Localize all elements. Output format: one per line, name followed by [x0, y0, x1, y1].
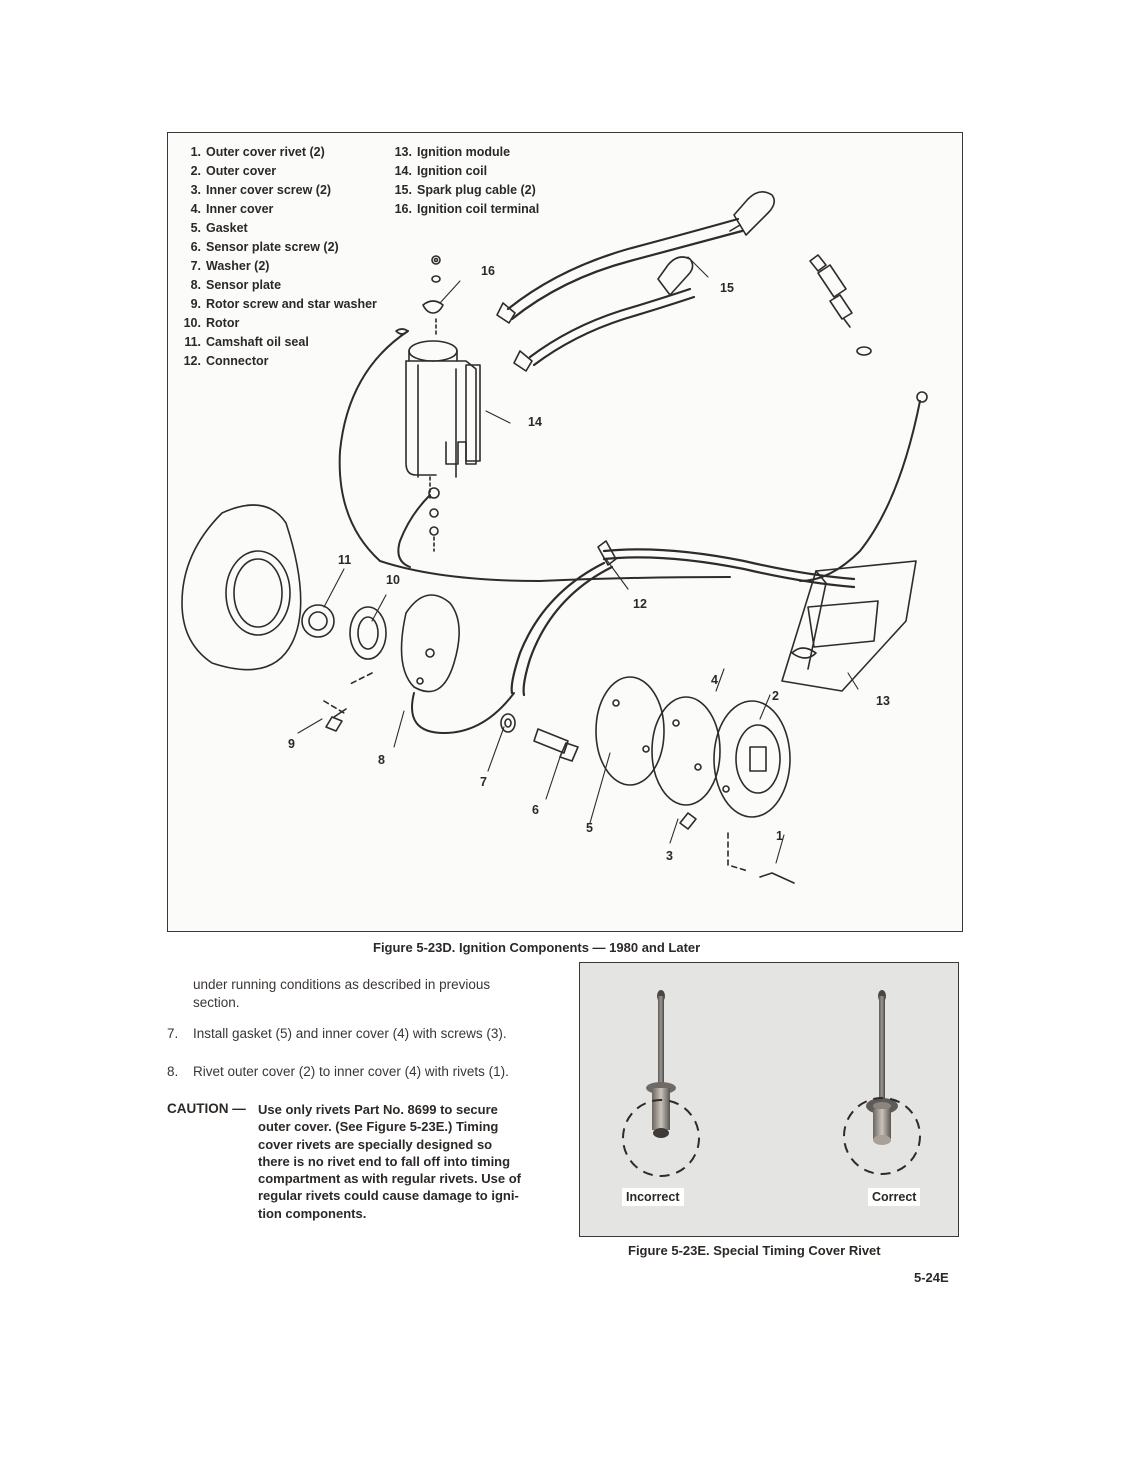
spark-plug — [809, 254, 872, 356]
caution-line: compartment as with regular rivets. Use … — [258, 1171, 521, 1187]
page-number: 5-24E — [914, 1270, 949, 1285]
step-number: 8. — [167, 1064, 179, 1079]
legend-item: 10.Rotor — [183, 316, 240, 330]
spark-plug-cables — [496, 191, 776, 372]
legend-left: 1.Outer cover rivet (2) 2.Outer cover 3.… — [171, 143, 377, 371]
legend-item: 12.Connector — [183, 354, 269, 368]
callout-5: 5 — [586, 821, 593, 835]
caution-line: there is no rivet end to fall off into t… — [258, 1153, 511, 1169]
legend-item: 7.Washer (2) — [190, 259, 270, 273]
legend-item: 15.Spark plug cable (2) — [394, 183, 536, 197]
figure-5-23d-caption: Figure 5-23D. Ignition Components — 1980… — [373, 940, 701, 955]
correct-rivet — [843, 990, 921, 1175]
callout-14: 14 — [528, 415, 542, 429]
continuation-paragraph: under running conditions as described in… — [193, 976, 549, 1011]
callout-15: 15 — [720, 281, 734, 295]
legend-item: 6.Sensor plate screw (2) — [190, 240, 339, 254]
caution-line: outer cover. (See Figure 5-23E.) Timing — [258, 1119, 499, 1135]
step-number: 7. — [167, 1026, 179, 1041]
figure-5-23d: 1.Outer cover rivet (2) 2.Outer cover 3.… — [167, 132, 963, 932]
callout-13: 13 — [876, 694, 890, 708]
callout-7: 7 — [480, 775, 487, 789]
legend-item: 9.Rotor screw and star washer — [190, 297, 377, 311]
step-7: 7. Install gasket (5) and inner cover (4… — [167, 1026, 567, 1044]
callout-16: 16 — [481, 264, 495, 278]
legend-item: 16.Ignition coil terminal — [394, 202, 540, 216]
callout-1: 1 — [776, 829, 783, 843]
callout-6: 6 — [532, 803, 539, 817]
callout-leaders — [297, 256, 859, 864]
legend-right: 13.Ignition module 14.Ignition coil 15.S… — [382, 143, 540, 219]
continuation-line: section. — [193, 994, 240, 1010]
callout-10: 10 — [386, 573, 400, 587]
caution-line: tion components. — [258, 1205, 367, 1221]
callout-4: 4 — [711, 673, 718, 687]
label-correct: Correct — [868, 1188, 921, 1206]
legend-item: 11.Camshaft oil seal — [184, 335, 309, 349]
timing-cover-housing — [181, 504, 335, 671]
coil-terminal-parts — [395, 255, 444, 338]
caution-label: CAUTION — — [167, 1101, 246, 1116]
caution-line: regular rivets could cause damage to ign… — [258, 1188, 519, 1204]
ignition-components-drawing — [181, 191, 928, 884]
caution-line: cover rivets are specially designed so — [258, 1136, 493, 1152]
step-text: Install gasket (5) and inner cover (4) w… — [193, 1026, 507, 1041]
ignition-coil — [405, 340, 481, 552]
legend-item: 13.Ignition module — [394, 145, 511, 159]
callout-9: 9 — [288, 737, 295, 751]
legend-item: 2.Outer cover — [190, 164, 277, 178]
caution-text: Use only rivets Part No. 8699 to secure … — [258, 1101, 548, 1222]
rotor-and-sensor-plate — [323, 594, 515, 734]
legend-item: 3.Inner cover screw (2) — [190, 183, 332, 197]
incorrect-rivet — [622, 990, 700, 1177]
caution-line: Use only rivets Part No. 8699 to secure — [258, 1102, 498, 1117]
legend-item: 5.Gasket — [190, 221, 248, 235]
callout-12: 12 — [633, 597, 647, 611]
legend-item: 4.Inner cover — [190, 202, 274, 216]
callout-11: 11 — [338, 553, 352, 567]
cover-parts — [500, 676, 795, 884]
figure-5-23e-photo: 1173 — [579, 962, 959, 1237]
legend-item: 1.Outer cover rivet (2) — [190, 145, 325, 159]
label-incorrect: Incorrect — [622, 1188, 684, 1206]
module-wiring — [510, 391, 928, 697]
coil-wire — [338, 330, 731, 582]
figure-5-23e-caption: Figure 5-23E. Special Timing Cover Rivet — [628, 1243, 881, 1258]
callout-8: 8 — [378, 753, 385, 767]
step-8: 8. Rivet outer cover (2) to inner cover … — [167, 1064, 567, 1082]
callout-2: 2 — [772, 689, 779, 703]
coil-ground-wire — [397, 494, 431, 568]
legend-item: 8.Sensor plate — [190, 278, 282, 292]
ignition-module — [781, 560, 917, 692]
continuation-line: under running conditions as described in… — [193, 977, 491, 992]
step-text: Rivet outer cover (2) to inner cover (4)… — [193, 1064, 509, 1079]
callout-3: 3 — [666, 849, 673, 863]
legend-item: 14.Ignition coil — [394, 164, 488, 178]
